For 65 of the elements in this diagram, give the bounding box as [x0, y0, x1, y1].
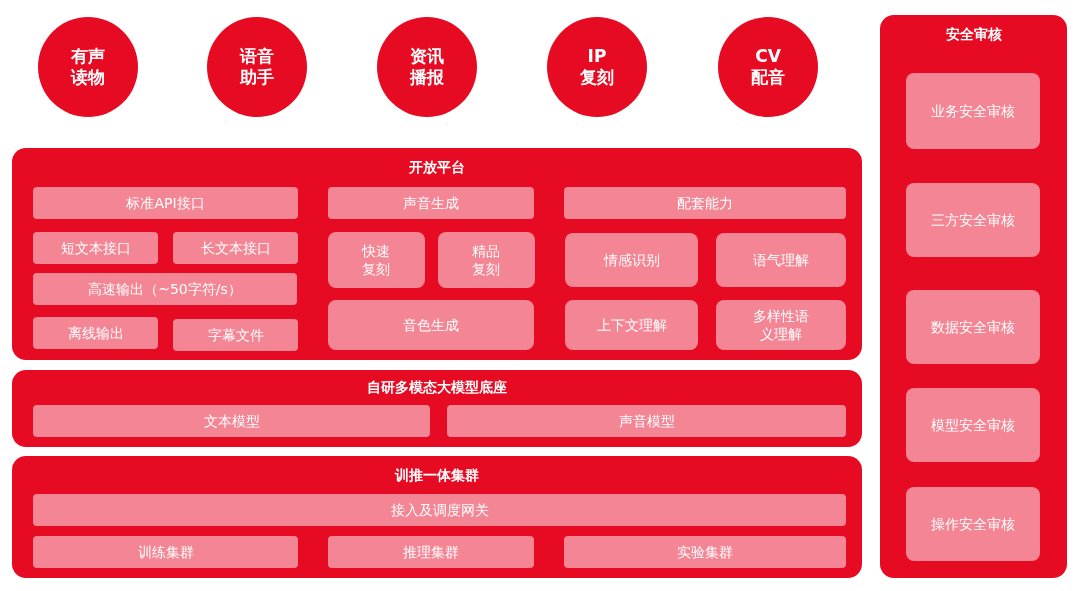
module-box [173, 232, 298, 264]
module-label: 上下文理解 [596, 315, 667, 335]
module-label: 离线输出 [67, 323, 124, 343]
module-label: 音色生成 [403, 315, 459, 335]
module-box [716, 233, 846, 287]
module-box [565, 233, 698, 287]
layer-panel [880, 15, 1067, 578]
module-box [33, 232, 158, 264]
module-label: 精品复刻 [471, 241, 502, 279]
module-box [447, 405, 846, 437]
module-box [906, 487, 1040, 561]
module-box [33, 494, 846, 526]
module-box [716, 300, 846, 350]
module-label: 语气理解 [753, 250, 809, 270]
module-label: 长文本接口 [200, 238, 271, 258]
module-box [33, 187, 298, 219]
circle-label: IP复刻 [579, 45, 615, 89]
module-label: 业务安全审核 [931, 101, 1015, 121]
module-box [565, 300, 698, 350]
module-label: 数据安全审核 [931, 317, 1015, 337]
module-label: 推理集群 [403, 542, 459, 562]
module-box [328, 536, 534, 568]
module-label: 操作安全审核 [931, 514, 1015, 534]
module-label: 标准API接口 [126, 193, 205, 213]
module-box [564, 187, 846, 219]
module-label: 快速复刻 [361, 241, 392, 279]
module-label: 实验集群 [677, 542, 733, 562]
module-box [906, 73, 1040, 149]
module-label: 三方安全审核 [931, 210, 1015, 230]
module-label: 字幕文件 [207, 325, 264, 345]
layer-panel [12, 456, 862, 578]
circle-label: 有声读物 [70, 45, 106, 89]
layer-panel [12, 148, 862, 360]
module-label: 训练集群 [137, 542, 194, 562]
module-label: 短文本接口 [60, 238, 131, 258]
module-box [906, 183, 1040, 257]
panel-title: 开放平台 [409, 158, 465, 176]
layer-panel [12, 370, 862, 447]
module-label: 多样性语义理解 [752, 306, 810, 344]
panel-title: 训推一体集群 [395, 466, 479, 484]
module-label: 声音生成 [403, 193, 459, 213]
module-label: 接入及调度网关 [390, 500, 489, 520]
panel-title: 自研多模态大模型底座 [367, 378, 507, 396]
module-box [328, 232, 425, 288]
module-box [173, 319, 298, 351]
module-label: 配套能力 [677, 193, 733, 213]
module-label: 情感识别 [603, 250, 660, 270]
module-box [906, 388, 1040, 462]
module-box [33, 273, 297, 305]
module-box [33, 405, 430, 437]
module-box [438, 232, 535, 288]
module-box [33, 536, 298, 568]
module-box [33, 317, 158, 349]
module-label: 文本模型 [203, 411, 260, 431]
module-box [564, 536, 846, 568]
module-box [906, 290, 1040, 364]
module-box [328, 187, 534, 219]
circle-label: 资讯播报 [409, 45, 445, 89]
circle-label: 语音助手 [239, 45, 275, 89]
module-label: 高速输出（~50字符/s） [88, 279, 242, 299]
circle-label: CV配音 [750, 45, 786, 89]
module-label: 模型安全审核 [931, 415, 1015, 435]
module-label: 声音模型 [618, 411, 675, 431]
panel-title: 安全审核 [945, 25, 1002, 43]
module-box [328, 300, 534, 350]
